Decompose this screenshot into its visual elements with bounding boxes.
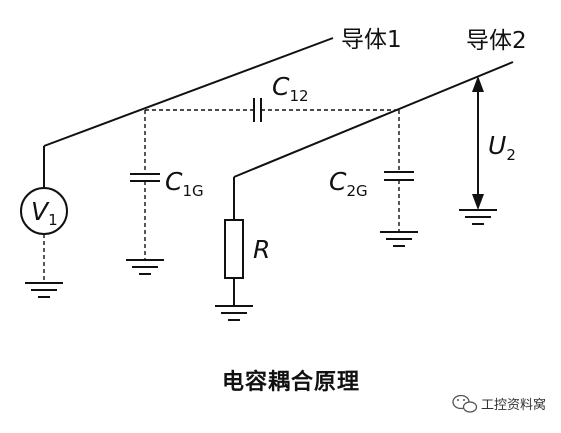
watermark: 工控资料窝 xyxy=(452,394,546,413)
voltage-arrow-u2 xyxy=(472,76,484,210)
c1g-label: C1G xyxy=(165,167,204,200)
c2g-subscript: 2G xyxy=(346,182,367,200)
v1-label: V1 xyxy=(31,197,58,229)
v1-symbol: V xyxy=(31,197,50,226)
conductor-2-label: 导体2 xyxy=(466,28,527,54)
ground-symbol-c2g xyxy=(380,231,418,247)
capacitor-c1g xyxy=(130,110,160,260)
conductor-2-line xyxy=(233,61,514,178)
ground-symbol-u2 xyxy=(459,209,497,225)
c12-subscript: 12 xyxy=(289,87,308,105)
voltage-source-v1 xyxy=(20,146,68,283)
c12-symbol: C xyxy=(272,72,290,101)
c1g-subscript: 1G xyxy=(182,182,203,200)
c2g-symbol: C xyxy=(329,167,347,196)
v1-subscript: 1 xyxy=(48,211,58,229)
c1g-symbol: C xyxy=(165,167,183,196)
capacitor-c2g xyxy=(384,110,414,232)
c2g-label: C2G xyxy=(329,167,368,200)
conductor-1-line xyxy=(43,37,334,147)
ground-symbol-v1 xyxy=(25,282,63,298)
ground-symbol-c1g xyxy=(126,259,164,275)
resistor-r xyxy=(224,177,244,306)
u2-symbol: U xyxy=(488,131,506,160)
watermark-text: 工控资料窝 xyxy=(481,397,546,413)
u2-label: U2 xyxy=(488,131,516,164)
diagram-caption: 电容耦合原理 xyxy=(222,369,360,395)
ground-symbol-r xyxy=(215,305,253,321)
wechat-icon xyxy=(452,394,478,413)
coupling-capacitor-c12 xyxy=(145,98,399,122)
u2-subscript: 2 xyxy=(506,146,516,164)
conductor-1-label: 导体1 xyxy=(341,27,402,53)
resistor-label: R xyxy=(253,235,270,264)
c12-label: C12 xyxy=(272,72,309,105)
